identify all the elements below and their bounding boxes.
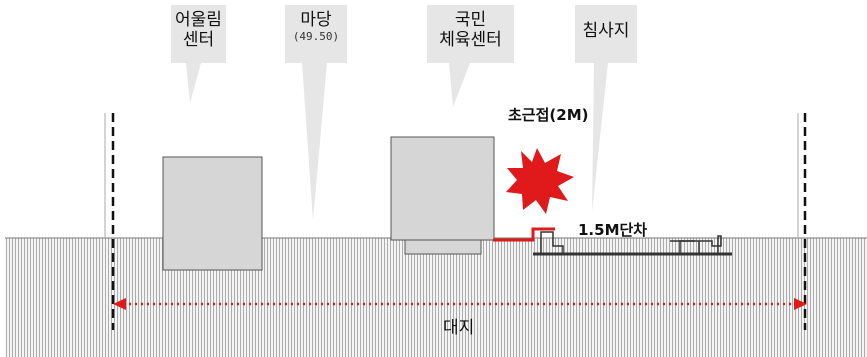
label-madang: 마당 (49.50) <box>285 10 347 43</box>
annotation-level-difference: 1.5M단차 <box>578 221 648 239</box>
chimsaji-wall-left <box>540 231 564 254</box>
callout-gukmin <box>427 5 514 107</box>
ground <box>5 238 867 357</box>
site-arrow-right-icon <box>794 298 807 310</box>
annotation-close-contact: 초근접(2M) <box>508 106 589 124</box>
callout-ouleulim <box>171 5 226 103</box>
label-gukmin-line2: 체육센터 <box>439 29 502 50</box>
callout-chimsaji <box>575 5 637 212</box>
callout-madang <box>285 5 347 220</box>
label-ouleulim-line1: 어울림 <box>175 10 222 30</box>
label-chimsaji: 침사지 <box>582 21 630 41</box>
label-site: 대지 <box>443 318 475 338</box>
building-gukmin-base <box>404 239 482 255</box>
building-gukmin <box>390 136 495 241</box>
label-madang-name: 마당 <box>300 10 332 30</box>
label-gukmin-line1: 국민 <box>454 10 487 30</box>
label-ouleulim: 어울림 센터 <box>171 10 226 50</box>
label-gukmin: 국민 체육센터 <box>427 10 514 50</box>
level-step-line <box>493 227 555 242</box>
label-madang-detail: (49.50) <box>292 29 340 43</box>
conflict-burst-icon <box>506 148 574 214</box>
label-ouleulim-line2: 센터 <box>182 29 215 50</box>
building-ouleulim <box>162 156 263 271</box>
site-arrow-left-icon <box>113 298 126 310</box>
